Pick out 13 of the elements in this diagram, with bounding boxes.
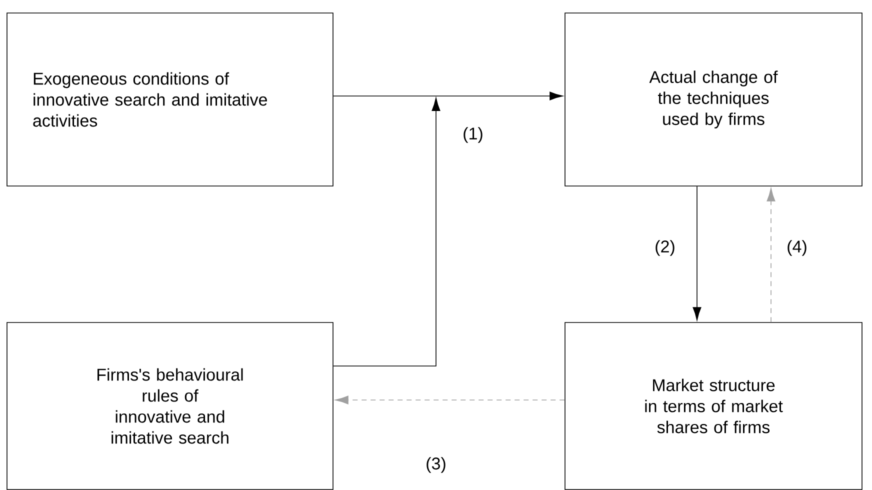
edge-label: (4): [786, 239, 808, 257]
edge-label: (3): [424, 456, 448, 474]
arrow: [333, 98, 440, 366]
edge-label: (2): [654, 239, 676, 257]
arrow: [766, 188, 776, 322]
arrow: [335, 396, 565, 404]
arrow: [692, 186, 702, 320]
process-box: Exogeneous conditions of innovative search and imitative activities: [6, 12, 334, 186]
process-box: Market structure in terms of market shares of firms: [564, 322, 862, 490]
process-box: Firms's behavioural rules of innovative and imitative search: [6, 322, 334, 490]
process-box: Actual change of the techniques used by firms: [564, 12, 862, 186]
arrow: [333, 92, 563, 100]
edge-label: (1): [462, 126, 484, 144]
